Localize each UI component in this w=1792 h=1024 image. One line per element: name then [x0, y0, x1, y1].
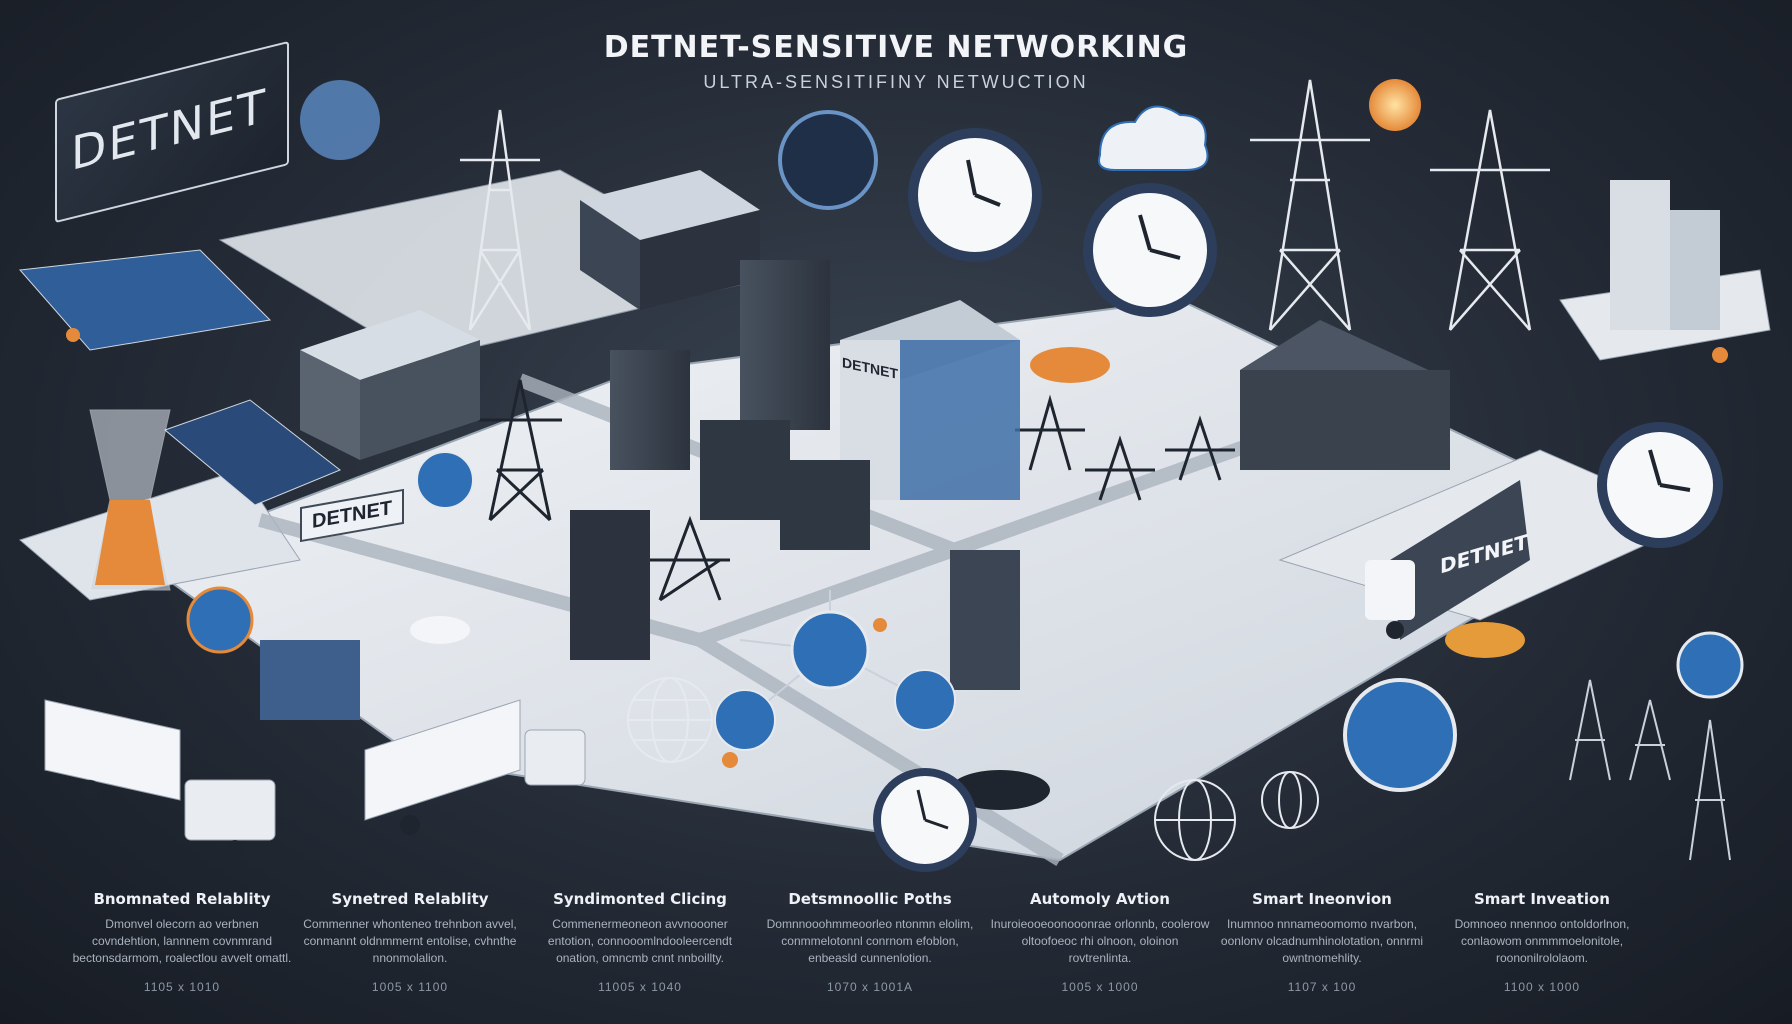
network-hub-icon	[186, 80, 1744, 792]
feature-item: Synetred Relablity Commenner whonteneo t…	[300, 890, 520, 994]
feature-spec: 1107 x 100	[1287, 980, 1357, 994]
feature-description: Domnnooohmmeoorleo ntonmn elolim, conmme…	[766, 917, 974, 965]
solar-panel-icon	[18, 249, 341, 506]
feature-title: Smart Ineonvion	[1252, 890, 1392, 908]
feature-spec: 1070 x 1001A	[826, 980, 914, 994]
power-tower-icon	[460, 79, 1550, 331]
location-pin-icon	[66, 328, 1728, 768]
feature-title: Syndimonted Clicing	[553, 890, 727, 908]
building-group	[260, 170, 1720, 720]
sun-icon	[1369, 79, 1421, 131]
feature-description: Inumnoo nnnameoomomo nvarbon, oonlonv ol…	[1220, 917, 1424, 965]
feature-list: Bnomnated Relablity Dmonvel olecorn ao v…	[72, 890, 1732, 1010]
feature-item: Smart Ineonvion Inumnoo nnnameoomomo nva…	[1212, 890, 1432, 994]
feature-description: Dmonvel olecorn ao verbnen covndehtion, …	[72, 917, 292, 965]
feature-spec: 1105 x 1010	[143, 980, 221, 994]
feature-spec: 1005 x 1100	[371, 980, 449, 994]
feature-description: Domnoeo nnennoo ontoldorlnon, conlaowom …	[1454, 917, 1630, 965]
feature-item: Automoly Avtion Inuroieooeoonooonrae orl…	[990, 890, 1210, 994]
feature-item: Bnomnated Relablity Dmonvel olecorn ao v…	[72, 890, 292, 994]
page-subtitle: ULTRA-SENSITIFINY NETWUCTION	[703, 72, 1089, 92]
feature-spec: 1005 x 1000	[1061, 980, 1139, 994]
hourglass-icon	[89, 409, 171, 591]
globe-icon	[627, 677, 1319, 861]
feature-item: Syndimonted Clicing Commenermeoneon avvn…	[530, 890, 750, 994]
feature-item: Detsmnoollic Poths Domnnooohmmeoorleo nt…	[760, 890, 980, 994]
cloud-icon	[1098, 105, 1209, 171]
feature-title: Detsmnoollic Poths	[788, 890, 952, 908]
feature-spec: 11005 x 1040	[598, 980, 682, 994]
feature-item: Smart Inveation Domnoeo nnennoo ontoldor…	[1432, 890, 1652, 994]
clock-icon	[873, 128, 1723, 872]
car-icon	[410, 347, 1525, 810]
feature-title: Synetred Relablity	[331, 890, 489, 908]
power-tower-dark-icon	[478, 379, 1235, 602]
feature-title: Bnomnated Relablity	[93, 890, 271, 908]
truck-icon	[44, 480, 1530, 860]
feature-description: Commenner whonteneo trehnbon avvel, conm…	[303, 917, 517, 965]
page-title: DETNET-SENSITIVE NETWORKING	[603, 30, 1189, 65]
feature-description: Commenermeoneon avvnoooner entotion, con…	[547, 917, 733, 965]
antenna-tower-icon	[1569, 679, 1731, 861]
feature-spec: 1100 x 1000	[1503, 980, 1581, 994]
feature-title: Smart Inveation	[1474, 890, 1610, 908]
feature-title: Automoly Avtion	[1030, 890, 1170, 908]
feature-description: Inuroieooeoonooonrae orlonnb, coolerow o…	[990, 917, 1210, 965]
